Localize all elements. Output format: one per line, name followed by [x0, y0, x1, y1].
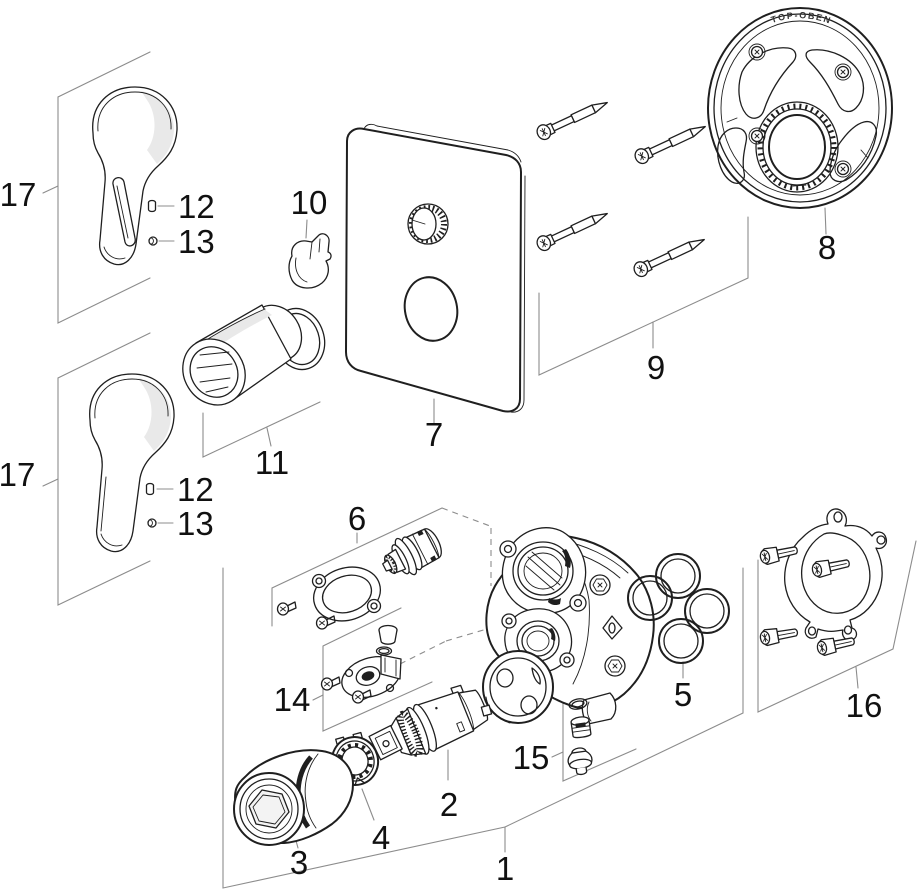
plate-knob [407, 203, 449, 245]
body-bottom-flange [482, 650, 554, 724]
callout-8: 8 [818, 229, 836, 266]
callout-16: 16 [846, 687, 883, 724]
part-1-valve-body [482, 527, 655, 725]
callout-14: 14 [274, 681, 311, 718]
callout-3: 3 [290, 844, 308, 881]
part-5-o-rings [627, 553, 730, 664]
part-13-plug-bottom [147, 518, 157, 528]
callout-13-bottom: 13 [177, 505, 214, 542]
ring-screws [748, 43, 852, 178]
callout-12-top: 12 [178, 188, 215, 225]
callout-13-top: 13 [178, 223, 215, 260]
callout-5: 5 [674, 676, 692, 713]
part-17-handle-top [92, 86, 178, 266]
part-12-screw-bottom [145, 482, 155, 496]
callout-7: 7 [425, 416, 443, 453]
body-hex-plugs [589, 574, 626, 677]
callout-10: 10 [291, 184, 328, 221]
ring-hub [755, 101, 839, 193]
part-7-cover-plate [345, 123, 526, 413]
leader-lines [42, 51, 917, 889]
callout-12-bottom: 12 [177, 471, 214, 508]
part-9-screws [534, 95, 710, 280]
callout-17-bottom: 17 [0, 456, 35, 493]
part-15-check-valve [567, 698, 593, 776]
part-10-stop-key [288, 233, 332, 289]
part-14-stop-assembly [320, 624, 402, 704]
part-16-clip-group [758, 508, 888, 658]
part-12-screw-top [147, 199, 157, 213]
part-13-plug-top [148, 236, 158, 246]
callout-17-top: 17 [0, 176, 36, 213]
callout-11: 11 [255, 444, 289, 481]
button [378, 624, 398, 645]
callout-1: 1 [496, 850, 514, 887]
callout-9: 9 [647, 349, 665, 386]
callouts: 17 12 13 10 7 9 8 11 17 12 13 6 14 15 5 … [0, 176, 882, 887]
part-6-cartridge [382, 528, 442, 576]
callout-4: 4 [372, 819, 390, 856]
part-3-cap-sleeve [233, 749, 354, 846]
body-port-top [499, 527, 587, 615]
callout-2: 2 [440, 786, 458, 823]
callout-6: 6 [348, 500, 366, 537]
part-8-mounting-ring: TOP-OBEN [707, 7, 893, 209]
callout-15: 15 [513, 739, 550, 776]
part-11-sleeve [182, 304, 326, 406]
part-17-handle-bottom [89, 373, 175, 553]
part-2-cartridge [368, 684, 493, 761]
part-6-diverter-group [276, 528, 442, 630]
